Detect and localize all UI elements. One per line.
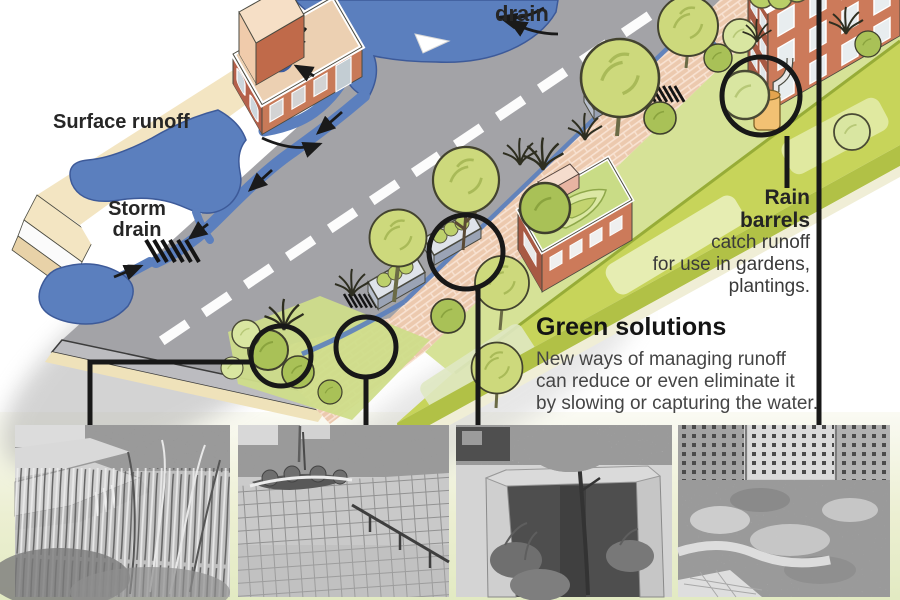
rain-barrels-body-line3: plantings. — [728, 276, 810, 297]
callout-connectors — [87, 0, 822, 429]
circle-tree-planter — [426, 212, 506, 292]
circle-rain-barrel — [719, 54, 803, 138]
circle-permeable-pavement — [333, 314, 399, 380]
rain-barrels-title-line2: barrels — [739, 209, 810, 232]
green-solutions-line2: can reduce or even eliminate it — [536, 371, 795, 392]
water-sidewalk-flood — [69, 109, 247, 214]
photo-stormwater-planter — [456, 425, 672, 600]
building-left — [229, 0, 366, 136]
green-solutions-line1: New ways of managing runoff — [536, 349, 786, 370]
photo-green-roof — [676, 425, 890, 598]
label-surface-runoff: Surface runoff — [53, 111, 190, 133]
circle-bioswale — [248, 323, 314, 389]
flow-arrows — [113, 6, 653, 281]
green-solutions-annotation: Green solutions New ways of managing run… — [536, 313, 818, 415]
green-solutions-line3: by slowing or capturing the water. — [536, 393, 818, 414]
photo-bioswale-grasses — [0, 425, 230, 600]
green-roof-plants — [749, 0, 805, 10]
label-storm-drain-line1: Storm — [108, 198, 166, 220]
label-drain-top: drain — [495, 1, 549, 26]
green-solutions-title: Green solutions — [536, 313, 727, 341]
callout-circles — [248, 54, 803, 389]
label-storm-drain-line2: drain — [112, 219, 162, 241]
label-storm-drain: Storm drain — [84, 199, 190, 241]
rain-barrels-body-line2: for use in gardens, — [652, 254, 810, 275]
photo-permeable-pavement — [238, 425, 450, 597]
rain-barrels-title-line1: Rain — [764, 186, 810, 209]
rain-barrels-body-line1: catch runoff — [711, 232, 810, 253]
rain-barrels-annotation: Rain barrels catch runoff for use in gar… — [590, 186, 810, 298]
street-center-dashes — [158, 11, 653, 346]
water-wave-mark — [414, 33, 451, 54]
